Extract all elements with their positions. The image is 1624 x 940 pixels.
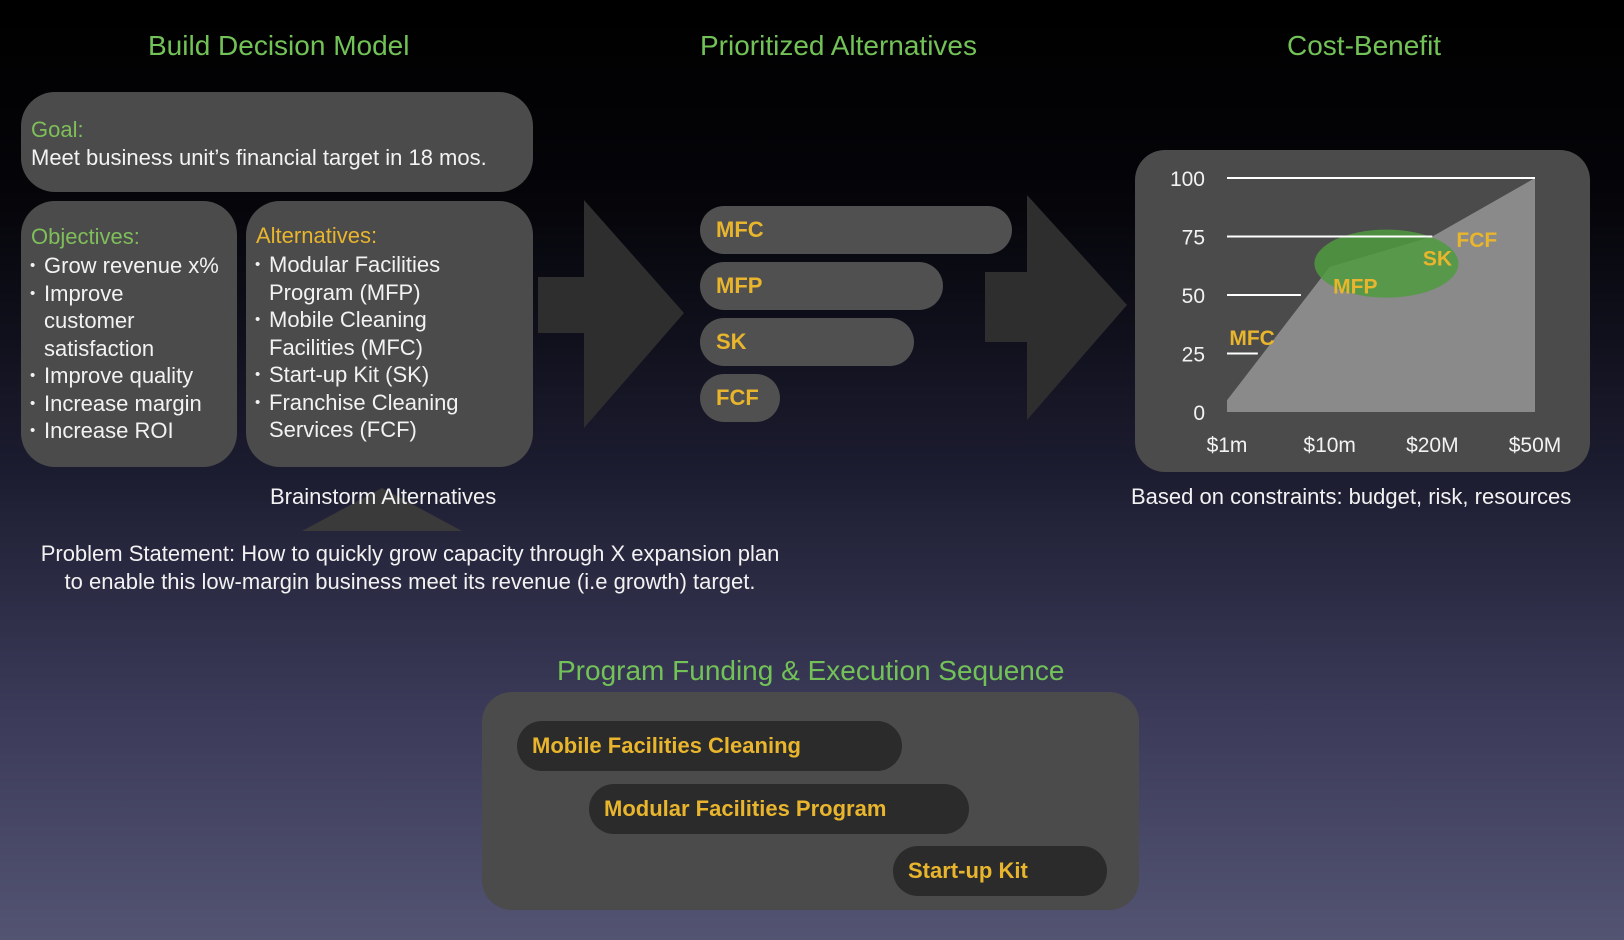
- problem-statement-line: Problem Statement: How to quickly grow c…: [40, 541, 780, 566]
- chart-caption: Based on constraints: budget, risk, reso…: [1131, 484, 1572, 509]
- funding-bar: Start-up Kit: [893, 846, 1107, 896]
- chart-point-label: FCF: [1456, 229, 1497, 252]
- prioritized-item: MFC: [700, 206, 1012, 254]
- chart-x-tick: $50M: [1509, 434, 1562, 457]
- alternatives-label: Alternatives:: [256, 223, 378, 248]
- problem-statement-line: to enable this low-margin business meet …: [64, 569, 756, 594]
- brainstorm-label: Brainstorm Alternatives: [270, 484, 497, 509]
- chart-y-tick: 25: [1182, 344, 1205, 367]
- objectives-panel: Objectives: Grow revenue x% Improve cust…: [21, 201, 237, 467]
- heading-build-decision-model: Build Decision Model: [148, 30, 410, 61]
- alternative-item: Modular Facilities Program (MFP): [255, 251, 485, 306]
- alternatives-panel: Alternatives: Modular Facilities Program…: [246, 201, 533, 467]
- arrow-right-large: [538, 200, 684, 428]
- alternative-item: Franchise Cleaning Services (FCF): [255, 389, 485, 444]
- chart-y-tick: 100: [1170, 168, 1205, 191]
- objective-item: Improve customer satisfaction: [30, 280, 164, 363]
- chart-point-label: MFC: [1229, 327, 1275, 350]
- chart-x-tick: $20M: [1406, 434, 1459, 457]
- objectives-list: Grow revenue x% Improve customer satisfa…: [30, 252, 235, 445]
- goal-label: Goal:: [31, 117, 84, 142]
- objectives-label: Objectives:: [31, 224, 140, 249]
- objective-item: Increase ROI: [30, 417, 235, 445]
- chart-point-label: MFP: [1333, 276, 1377, 299]
- heading-cost-benefit: Cost-Benefit: [1287, 30, 1442, 61]
- chart-highlight-ellipse: [1314, 229, 1459, 298]
- funding-bar: Mobile Facilities Cleaning: [517, 721, 902, 771]
- objective-item: Increase margin: [30, 390, 235, 418]
- goal-text: Meet business unit’s financial target in…: [31, 145, 487, 170]
- chart-y-tick: 0: [1193, 402, 1205, 425]
- alternative-item: Mobile Cleaning Facilities (MFC): [255, 306, 485, 361]
- heading-prioritized-alternatives: Prioritized Alternatives: [700, 30, 978, 61]
- goal-panel: Goal: Meet business unit’s financial tar…: [21, 92, 533, 192]
- prioritized-item: MFP: [700, 262, 943, 310]
- objective-item: Grow revenue x%: [30, 252, 235, 280]
- prioritized-item: SK: [700, 318, 914, 366]
- prioritized-item: FCF: [700, 374, 780, 422]
- alternative-item: Start-up Kit (SK): [255, 361, 485, 389]
- chart-point-label: SK: [1423, 248, 1452, 271]
- chart-x-tick: $10m: [1303, 434, 1356, 457]
- problem-statement: Problem Statement: How to quickly grow c…: [0, 540, 820, 596]
- chart-x-tick: $1m: [1207, 434, 1248, 457]
- heading-program-funding: Program Funding & Execution Sequence: [557, 655, 1065, 686]
- chart-y-tick: 50: [1182, 285, 1205, 308]
- objective-item: Improve quality: [30, 362, 235, 390]
- funding-bar: Modular Facilities Program: [589, 784, 969, 834]
- alternatives-list: Modular Facilities Program (MFP) Mobile …: [255, 251, 485, 444]
- arrow-up-triangle: [302, 488, 462, 531]
- chart-y-tick: 75: [1182, 227, 1205, 250]
- arrow-right-large: [985, 195, 1127, 420]
